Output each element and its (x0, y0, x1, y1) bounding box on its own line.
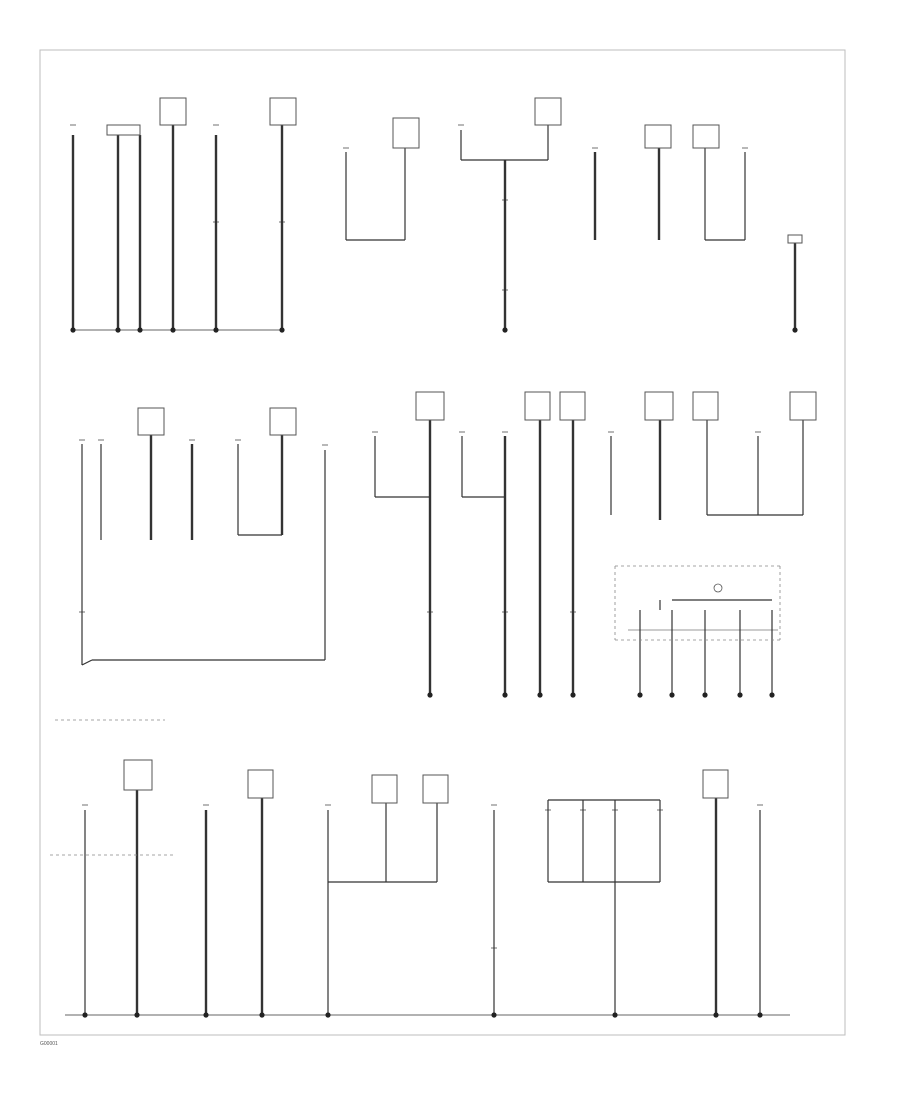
ground-point (669, 692, 675, 698)
component-box (789, 391, 817, 421)
component-box (702, 769, 729, 799)
ground-point (115, 327, 121, 333)
component-box (123, 759, 153, 791)
diagram-frame (39, 49, 846, 1036)
component-box (692, 391, 719, 421)
ground-point (737, 692, 743, 698)
component-box-layer (106, 97, 817, 804)
component-box (534, 97, 562, 126)
diagram-footer-code: G00001 (40, 1041, 58, 1047)
component-box (371, 774, 398, 804)
component-box (644, 124, 672, 149)
ground-point (612, 1012, 618, 1018)
ground-point (70, 327, 76, 333)
component-box (692, 124, 720, 149)
ground-point (259, 1012, 265, 1018)
ground-point (713, 1012, 719, 1018)
ground-point (702, 692, 708, 698)
ground-point (637, 692, 643, 698)
ground-point (491, 1012, 497, 1018)
ground-point (792, 327, 798, 333)
component-box (137, 407, 165, 436)
ground-point (170, 327, 176, 333)
ground-point (502, 327, 508, 333)
dashed-boundary-layer (50, 565, 781, 856)
component-box (247, 769, 274, 799)
ground-point (502, 692, 508, 698)
component-box (559, 391, 586, 421)
component-box (269, 407, 297, 436)
wire (81, 659, 93, 666)
ground-point (82, 1012, 88, 1018)
component-box (422, 774, 449, 804)
ground-point (325, 1012, 331, 1018)
ground-point (537, 692, 543, 698)
component-box (159, 97, 187, 126)
component-box (415, 391, 445, 421)
ground-point (134, 1012, 140, 1018)
component-box (644, 391, 674, 421)
ground-point (279, 327, 285, 333)
ground-point-layer (70, 327, 798, 1018)
component-box (106, 124, 141, 136)
ground-point (203, 1012, 209, 1018)
indicator-ring (713, 583, 723, 593)
ground-point (757, 1012, 763, 1018)
component-box (787, 234, 803, 244)
ground-point (769, 692, 775, 698)
ground-point (427, 692, 433, 698)
component-box (269, 97, 297, 126)
ground-point (570, 692, 576, 698)
component-box (524, 391, 551, 421)
component-box (392, 117, 420, 149)
ground-point (213, 327, 219, 333)
ground-point (137, 327, 143, 333)
wire-layer (65, 124, 804, 1016)
